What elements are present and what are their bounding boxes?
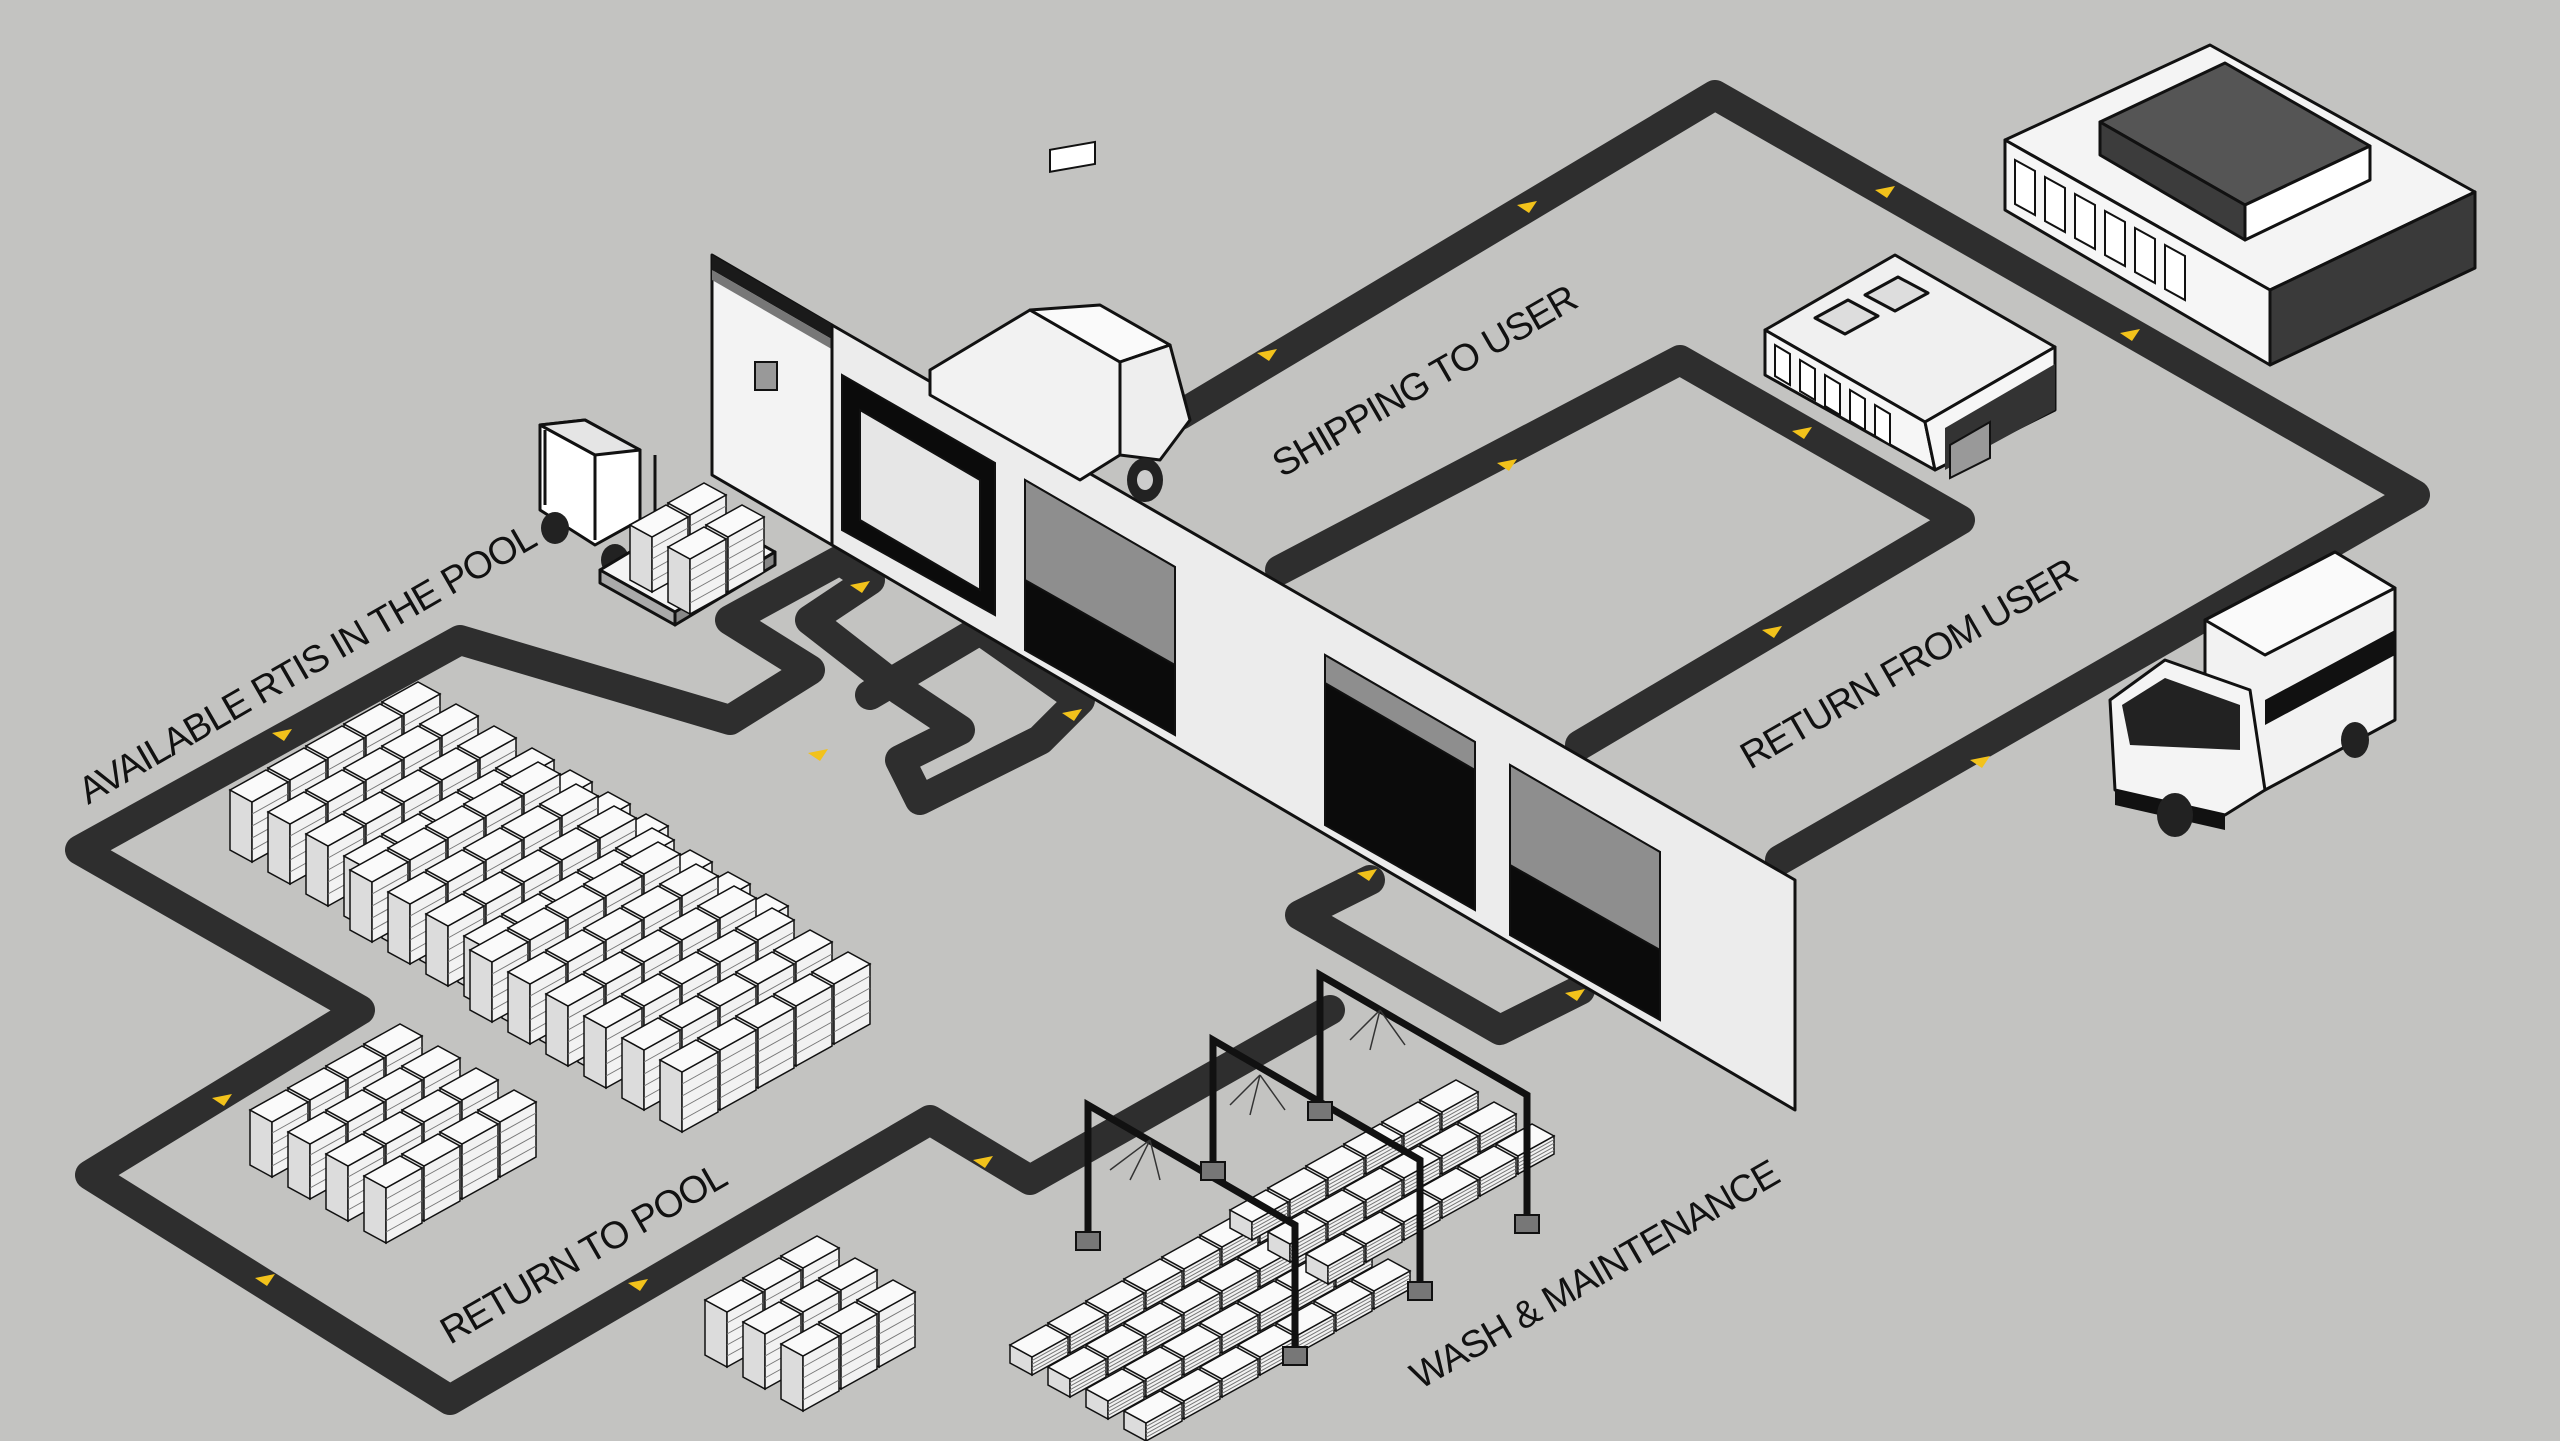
wash-gantry-icon bbox=[1307, 968, 1540, 1234]
truck-hubcap bbox=[1137, 470, 1153, 490]
arrow-icon bbox=[973, 1156, 993, 1168]
arrow-icon bbox=[808, 749, 828, 761]
crate-icon bbox=[1084, 1368, 1146, 1421]
arrow-icon bbox=[1792, 427, 1812, 439]
crate-icon bbox=[362, 1155, 424, 1245]
store-building bbox=[1763, 253, 2057, 480]
arrow-icon bbox=[850, 581, 870, 593]
dock-door-shutter bbox=[1024, 478, 1176, 667]
crate-icon bbox=[779, 1323, 841, 1413]
dock-door-shutter bbox=[1509, 763, 1661, 952]
direction-arrows bbox=[212, 186, 2140, 1291]
arrow-icon bbox=[1517, 201, 1537, 213]
crate-icon bbox=[1046, 1346, 1108, 1399]
crate-icon bbox=[1122, 1390, 1184, 1441]
wash-stations bbox=[1075, 968, 1540, 1366]
crate-icon bbox=[1008, 1324, 1070, 1377]
road-network bbox=[65, 80, 2430, 1415]
road-wash-loop bbox=[1285, 865, 1595, 1045]
road-pool-loop bbox=[65, 545, 1345, 1415]
store-windows bbox=[1774, 343, 1891, 447]
arrow-icon bbox=[2120, 329, 2140, 341]
roof-unit-icon bbox=[1813, 298, 1880, 336]
arrow-icon bbox=[1762, 626, 1782, 638]
arrow-icon bbox=[1970, 756, 1990, 768]
road-shipping-to-user bbox=[1165, 80, 2430, 875]
wall-vent-icon bbox=[754, 361, 778, 391]
delivery-truck bbox=[2108, 550, 2397, 837]
arrow-icon bbox=[272, 729, 292, 741]
docked-truck bbox=[928, 140, 1192, 502]
warehouse-roof-block-front bbox=[2243, 144, 2372, 242]
wash-gantry-icon bbox=[1075, 1098, 1308, 1366]
arrow-icon bbox=[1565, 989, 1585, 1001]
crate-icon bbox=[658, 1039, 720, 1134]
forklift-wheel-icon bbox=[541, 512, 569, 544]
arrow-icon bbox=[1062, 709, 1082, 721]
roof-unit-icon bbox=[1863, 275, 1930, 313]
crate-icon bbox=[628, 504, 690, 594]
arrow-icon bbox=[1257, 349, 1277, 361]
crate-stacks bbox=[228, 681, 1556, 1441]
arrow-icon bbox=[255, 1274, 275, 1286]
water-spray-lines bbox=[1109, 1009, 1406, 1181]
crate-icon bbox=[1304, 1233, 1366, 1286]
truck-wheel-icon bbox=[2157, 793, 2193, 837]
arrow-icon bbox=[212, 1094, 232, 1106]
arrow-icon bbox=[1357, 869, 1377, 881]
dock-door-shutter bbox=[1324, 653, 1476, 772]
truck-windshield bbox=[1118, 343, 1192, 462]
crate-icon bbox=[1084, 1280, 1146, 1333]
crate-icon bbox=[286, 1111, 348, 1201]
truck-box-stripe bbox=[2265, 630, 2395, 725]
truck-wheel-icon bbox=[2341, 722, 2369, 758]
truck-window bbox=[1049, 140, 1096, 174]
warehouse-windows bbox=[2014, 158, 2186, 302]
arrow-icon bbox=[1497, 459, 1517, 471]
truck-windshield bbox=[2122, 678, 2240, 750]
crate-icon bbox=[666, 526, 728, 616]
warehouse-building bbox=[2003, 43, 2477, 367]
warehouse-side-wall bbox=[2268, 190, 2477, 367]
truck-cargo-interior bbox=[859, 408, 981, 592]
arrow-icon bbox=[1875, 186, 1895, 198]
store-door bbox=[1949, 420, 1991, 480]
crate-icon bbox=[620, 1017, 682, 1112]
arrow-icon bbox=[628, 1279, 648, 1291]
forklift-crate-stack bbox=[628, 482, 766, 616]
truck-box-top bbox=[2203, 550, 2397, 657]
